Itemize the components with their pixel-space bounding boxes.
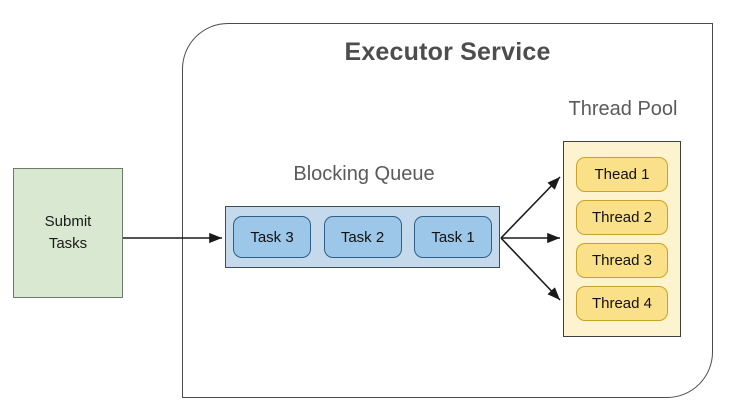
thread-pool-title: Thread Pool <box>568 98 678 120</box>
blocking-queue-title: Blocking Queue <box>293 163 435 185</box>
submit-tasks-label: Submit Tasks <box>44 213 92 252</box>
executor-service-title: Executor Service <box>344 38 551 66</box>
task-item: Task 3 <box>233 216 311 258</box>
thread-item: Thread 2 <box>576 200 668 235</box>
thread-item: Thead 1 <box>576 157 668 192</box>
thread-item: Thread 4 <box>576 286 668 321</box>
thread-item: Thread 3 <box>576 243 668 278</box>
submit-tasks-box: Submit Tasks <box>13 168 123 298</box>
task-item: Task 2 <box>323 216 402 258</box>
thread-pool-container: Thead 1 Thread 2 Thread 3 Thread 4 <box>563 141 681 337</box>
blocking-queue-container: Task 3 Task 2 Task 1 <box>225 206 500 268</box>
task-item: Task 1 <box>414 216 492 258</box>
